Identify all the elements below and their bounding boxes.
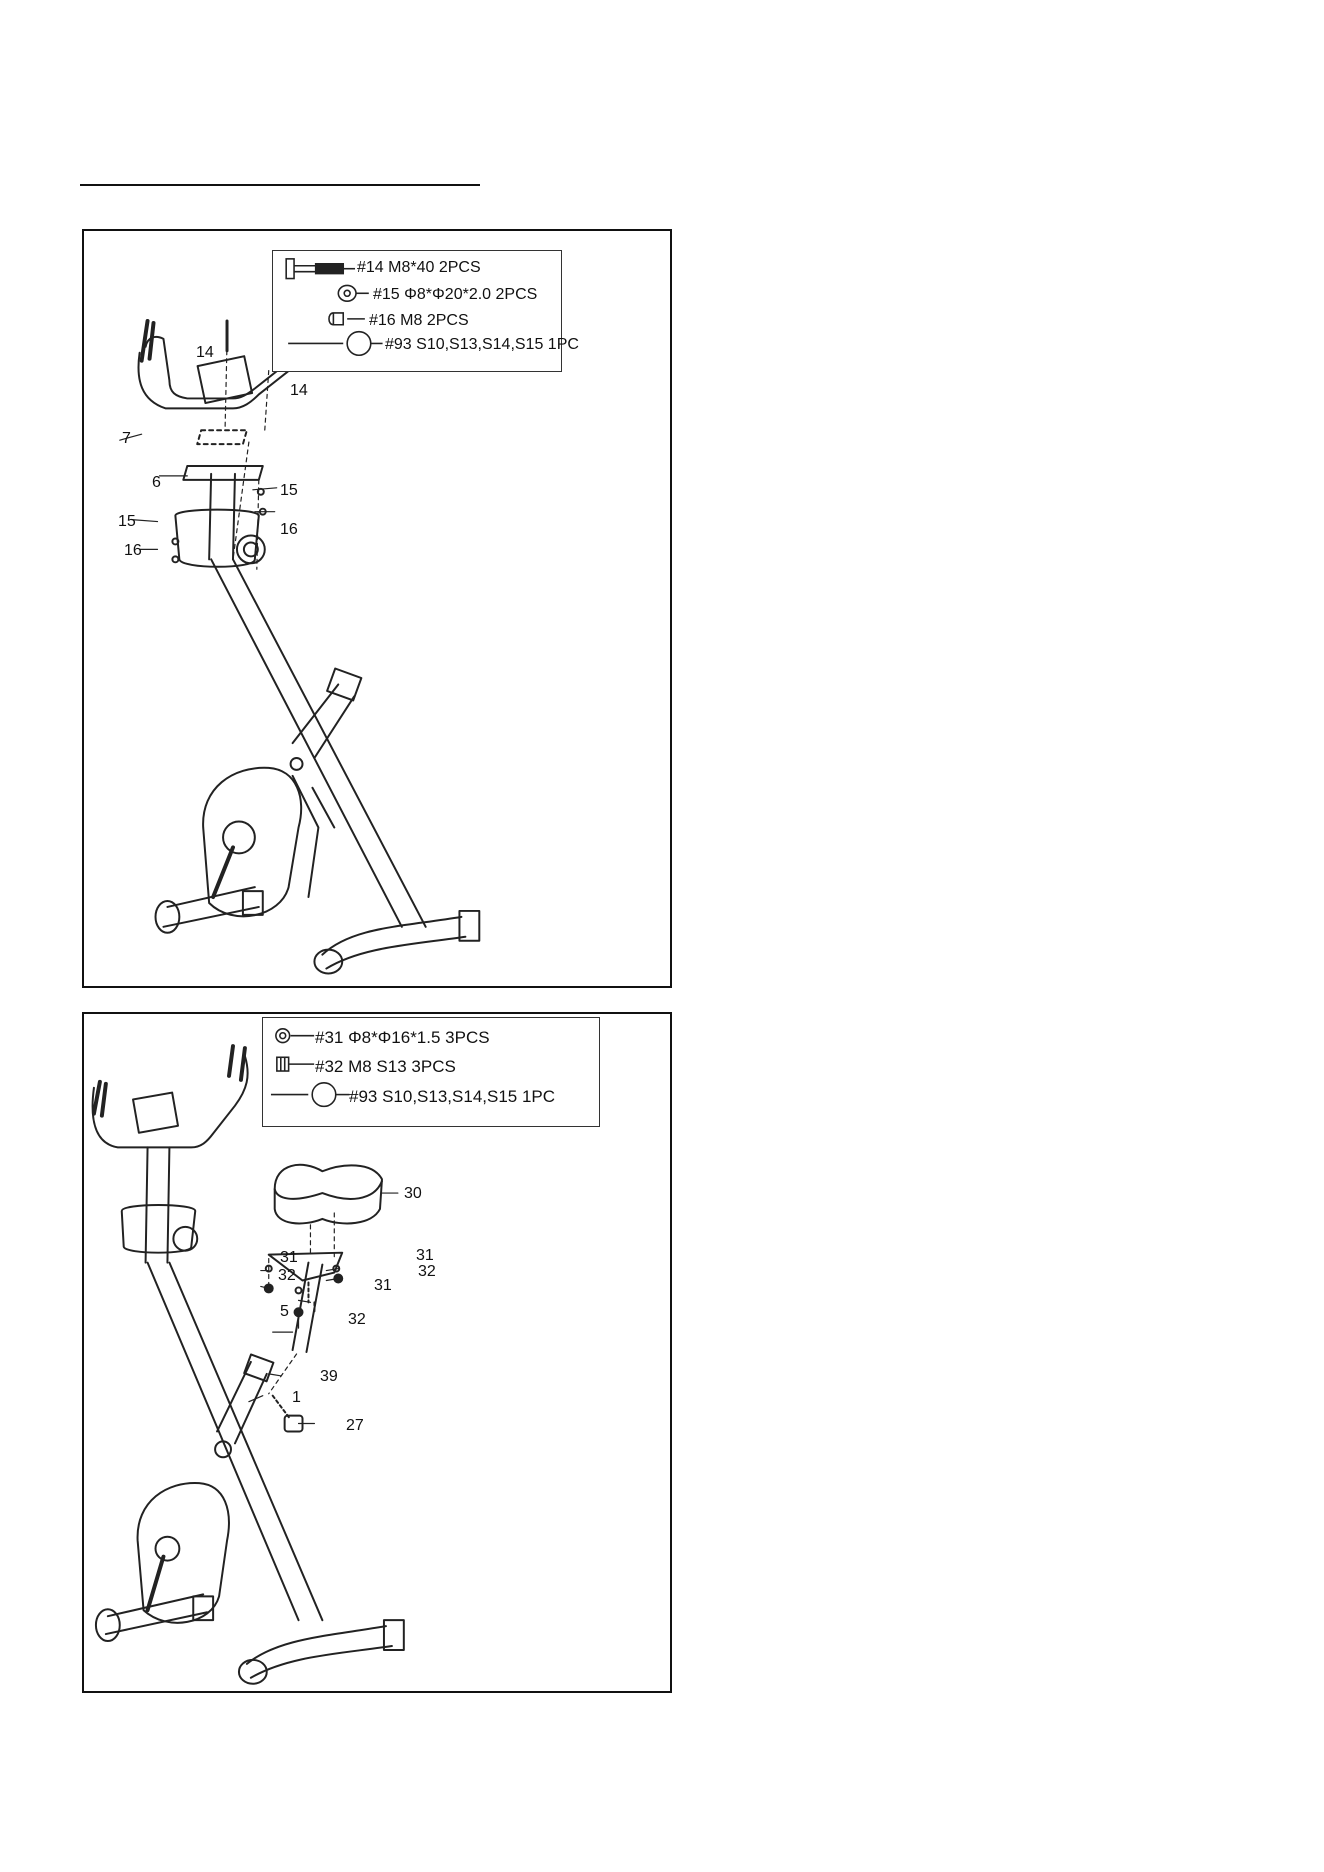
- callout-31-right: 31: [416, 1248, 434, 1264]
- washer-icon: [276, 1029, 290, 1043]
- rear-stabilizer: [322, 917, 465, 969]
- front-stabilizer: [106, 1594, 207, 1634]
- flywheel-housing: [203, 768, 301, 917]
- bolt-icon: [286, 259, 294, 279]
- callout-14-right: 14: [290, 383, 308, 399]
- nut-icon: [277, 1057, 289, 1071]
- legend-item-93: #93 S10,S13,S14,S15 1PC: [385, 337, 579, 353]
- callout-16-left: 16: [124, 543, 142, 559]
- callout-31-middle: 31: [374, 1278, 392, 1294]
- rear-stabilizer: [247, 1626, 392, 1678]
- hardware-legend: #14 M8*40 2PCS #15 Φ8*Φ20*2.0 2PCS #16 M…: [272, 250, 562, 372]
- callout-5: 5: [280, 1304, 289, 1320]
- head-post-drawing: [209, 474, 235, 559]
- callout-1: 1: [292, 1390, 301, 1406]
- callout-7: 7: [122, 431, 131, 447]
- legend-item-14: #14 M8*40 2PCS: [357, 260, 481, 276]
- cap-nut-icon: [329, 313, 343, 325]
- step-diagram-handlebar: #14 M8*40 2PCS #15 Φ8*Φ20*2.0 2PCS #16 M…: [82, 229, 672, 988]
- hardware-legend: #31 Φ8*Φ16*1.5 3PCS #32 M8 S13 3PCS #93 …: [262, 1017, 600, 1127]
- legend-item-93: #93 S10,S13,S14,S15 1PC: [349, 1088, 555, 1105]
- legend-item-31: #31 Φ8*Φ16*1.5 3PCS: [315, 1029, 490, 1046]
- callout-14-left: 14: [196, 345, 214, 361]
- callout-15-left: 15: [118, 514, 136, 530]
- legend-item-16: #16 M8 2PCS: [369, 313, 469, 329]
- washer-icon: [338, 285, 356, 301]
- callout-27: 27: [346, 1418, 364, 1434]
- callout-6: 6: [152, 475, 161, 491]
- saddle: [275, 1165, 382, 1224]
- title-underline: [80, 184, 480, 186]
- legend-item-32: #32 M8 S13 3PCS: [315, 1058, 456, 1075]
- seat-frame-tube: [293, 684, 355, 757]
- callout-30: 30: [404, 1186, 422, 1202]
- legend-item-15: #15 Φ8*Φ20*2.0 2PCS: [373, 287, 537, 303]
- step-diagram-seat: #31 Φ8*Φ16*1.5 3PCS #32 M8 S13 3PCS #93 …: [82, 1012, 672, 1693]
- handlebar-drawing: [93, 1056, 248, 1147]
- main-frame-tube: [211, 559, 426, 926]
- callout-32-right: 32: [418, 1264, 436, 1280]
- callout-31-left: 31: [280, 1250, 298, 1266]
- callout-16-right: 16: [280, 522, 298, 538]
- callout-15-right: 15: [280, 483, 298, 499]
- callout-32-middle: 32: [348, 1312, 366, 1328]
- callout-39: 39: [320, 1369, 338, 1385]
- callout-32-left: 32: [278, 1268, 296, 1284]
